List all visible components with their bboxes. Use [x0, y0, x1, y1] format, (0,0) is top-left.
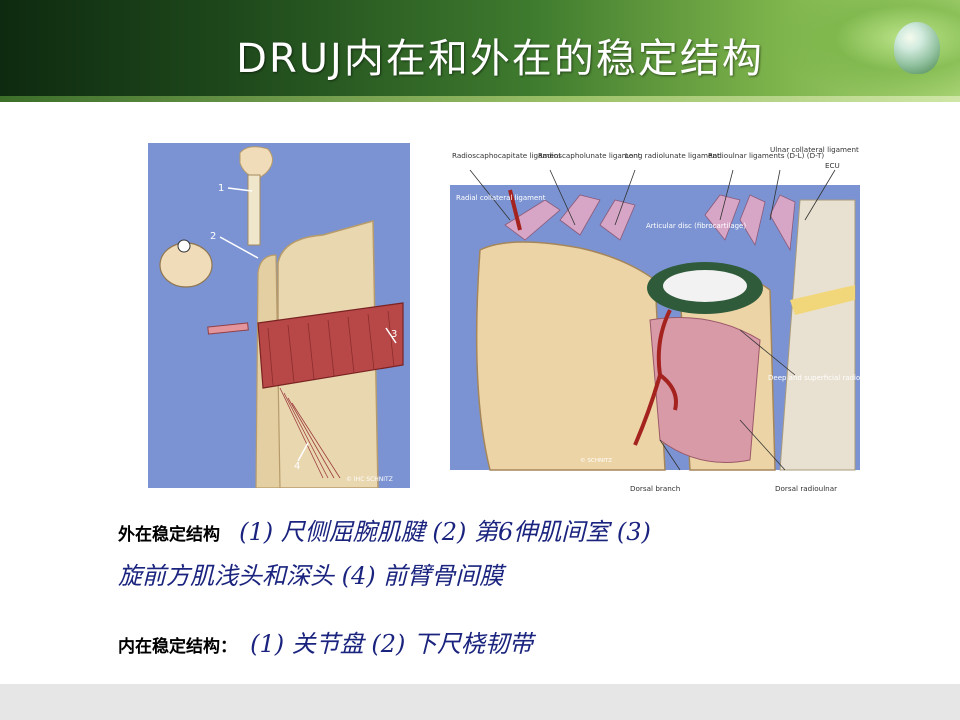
label-ulnar-collateral: Ulnar collateral ligament	[770, 145, 859, 154]
label-radioulnar-ligaments: Radioulnar ligaments (D-L) (D-T)	[708, 151, 824, 160]
label-radial-collateral: Radial collateral ligament	[456, 194, 546, 202]
label-radioscaphocapitate: Radioscaphocapitate ligament	[452, 151, 561, 160]
header-stripe	[0, 96, 960, 102]
extrinsic-line-2: 旋前方肌浅头和深头 (4) 前臂骨间膜	[118, 556, 503, 591]
fig2-credit: © SCHNITZ	[580, 457, 612, 464]
label-deep-superficial: Deep and superficial radioulnar ligament…	[768, 374, 860, 382]
slide-header	[0, 0, 960, 96]
label-radioscapholunate: Radioscapholunate ligament	[538, 151, 641, 160]
water-drop-decoration	[894, 22, 940, 74]
footer-bar	[0, 684, 960, 720]
extrinsic-items-2: 旋前方肌浅头和深头 (4) 前臂骨间膜	[118, 562, 504, 590]
slide-title: DRUJ内在和外在的稳定结构	[236, 36, 764, 82]
label-articular-disc: Articular disc (fibrocartilage)	[646, 222, 746, 230]
label-dorsal-radioulnar: Dorsal radioulnar	[775, 484, 837, 493]
fig1-number-2: 2	[210, 231, 216, 242]
label-radiolunate: Long radiolunate ligament	[625, 151, 720, 160]
fig1-credit: © IHC SCHNITZ	[346, 476, 393, 483]
extrinsic-line-1: 外在稳定结构 (1) 尺侧屈腕肌腱 (2) 第6伸肌间室 (3)	[118, 512, 651, 547]
fig2-bottom-labels: Dorsal branch Dorsal radioulnar	[630, 484, 837, 493]
intrinsic-label: 内在稳定结构：	[118, 637, 237, 657]
extrinsic-items-1: (1) 尺侧屈腕肌腱 (2) 第6伸肌间室 (3)	[239, 518, 651, 546]
label-dorsal-branch: Dorsal branch	[630, 484, 680, 493]
fig1-number-4: 4	[294, 461, 300, 472]
extrinsic-label: 外在稳定结构	[118, 525, 220, 545]
intrinsic-stabilizers-illustration: Radioscaphocapitate ligament Radioscapho…	[450, 140, 860, 495]
fig1-number-3: 3	[391, 329, 397, 340]
intrinsic-items: (1) 关节盘 (2) 下尺桡韧带	[250, 630, 533, 658]
label-ecu: ECU	[825, 161, 840, 170]
intrinsic-line: 内在稳定结构： (1) 关节盘 (2) 下尺桡韧带	[118, 624, 533, 659]
extrinsic-stabilizers-illustration: 1 2 3 4 © IHC SCHNITZ	[148, 143, 410, 488]
fig1-number-1: 1	[218, 183, 224, 194]
